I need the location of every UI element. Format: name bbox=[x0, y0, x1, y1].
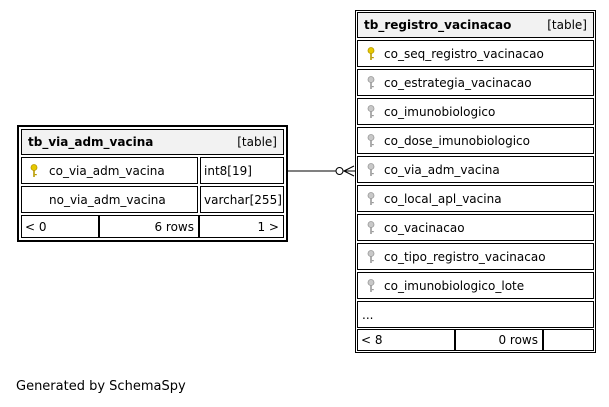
column-name-cell[interactable]: co_seq_registro_vacinacao bbox=[357, 40, 594, 67]
column-name-cell[interactable]: co_tipo_registro_vacinacao bbox=[357, 243, 594, 270]
children-count: 1 > bbox=[257, 219, 279, 234]
table-header[interactable]: tb_via_adm_vacina [table] bbox=[21, 129, 284, 155]
column-name: co_via_adm_vacina bbox=[49, 163, 165, 178]
table-footer-parents[interactable]: < 8 bbox=[357, 329, 455, 351]
column-type-cell: varchar[255] bbox=[200, 186, 284, 213]
primary-key-icon bbox=[30, 163, 38, 177]
table-footer-children[interactable] bbox=[543, 329, 594, 351]
table-footer-children[interactable]: 1 > bbox=[199, 215, 284, 238]
column-name: co_imunobiologico bbox=[384, 104, 496, 119]
parents-count: < 8 bbox=[361, 333, 383, 347]
column-name-cell[interactable]: co_vacinacao bbox=[357, 214, 594, 241]
table-type-label: [table] bbox=[237, 135, 277, 149]
column-name: co_imunobiologico_lote bbox=[384, 278, 525, 293]
foreign-key-icon bbox=[367, 104, 375, 118]
table-tb-registro-vacinacao[interactable]: tb_registro_vacinacao [table] co_seq_reg… bbox=[355, 10, 596, 353]
column-name-cell[interactable]: co_dose_imunobiologico bbox=[357, 127, 594, 154]
row-count: 0 rows bbox=[498, 333, 538, 347]
table-name: tb_via_adm_vacina bbox=[28, 135, 154, 149]
parents-count: < 0 bbox=[25, 219, 47, 234]
foreign-key-icon bbox=[367, 75, 375, 89]
column-name: co_seq_registro_vacinacao bbox=[384, 46, 544, 61]
table-type-label: [table] bbox=[547, 18, 587, 32]
row-count: 6 rows bbox=[154, 219, 194, 234]
column-name: co_dose_imunobiologico bbox=[384, 133, 530, 148]
column-type-cell: int8[19] bbox=[200, 157, 284, 184]
foreign-key-icon bbox=[367, 220, 375, 234]
table-name: tb_registro_vacinacao bbox=[364, 18, 512, 32]
foreign-key-icon bbox=[367, 249, 375, 263]
column-name: co_tipo_registro_vacinacao bbox=[384, 249, 546, 264]
table-footer-parents[interactable]: < 0 bbox=[21, 215, 99, 238]
table-tb-via-adm-vacina[interactable]: tb_via_adm_vacina [table] co_via_adm_vac… bbox=[17, 125, 288, 242]
generated-by-label: Generated by SchemaSpy bbox=[16, 379, 186, 394]
table-footer-rows: 6 rows bbox=[99, 215, 199, 238]
foreign-key-icon bbox=[367, 162, 375, 176]
foreign-key-icon bbox=[367, 278, 375, 292]
more-columns-row: ... bbox=[357, 301, 594, 328]
table-header[interactable]: tb_registro_vacinacao [table] bbox=[357, 12, 594, 38]
ellipsis: ... bbox=[362, 307, 374, 322]
column-name-cell[interactable]: no_via_adm_vacina bbox=[21, 186, 198, 213]
column-name-cell[interactable]: co_estrategia_vacinacao bbox=[357, 69, 594, 96]
column-name: co_local_apl_vacina bbox=[384, 191, 502, 206]
column-name-cell[interactable]: co_via_adm_vacina bbox=[357, 156, 594, 183]
column-name: co_estrategia_vacinacao bbox=[384, 75, 532, 90]
column-name: co_vacinacao bbox=[384, 220, 465, 235]
column-name-cell[interactable]: co_imunobiologico_lote bbox=[357, 272, 594, 299]
primary-key-icon bbox=[367, 46, 375, 60]
foreign-key-icon bbox=[367, 133, 375, 147]
column-type: int8[19] bbox=[204, 163, 252, 178]
column-name-cell[interactable]: co_imunobiologico bbox=[357, 98, 594, 125]
foreign-key-icon bbox=[367, 191, 375, 205]
column-name-cell[interactable]: co_local_apl_vacina bbox=[357, 185, 594, 212]
table-footer-rows: 0 rows bbox=[455, 329, 543, 351]
column-type: varchar[255] bbox=[204, 192, 282, 207]
column-name-cell[interactable]: co_via_adm_vacina bbox=[21, 157, 198, 184]
column-name: no_via_adm_vacina bbox=[49, 192, 166, 207]
column-name: co_via_adm_vacina bbox=[384, 162, 500, 177]
